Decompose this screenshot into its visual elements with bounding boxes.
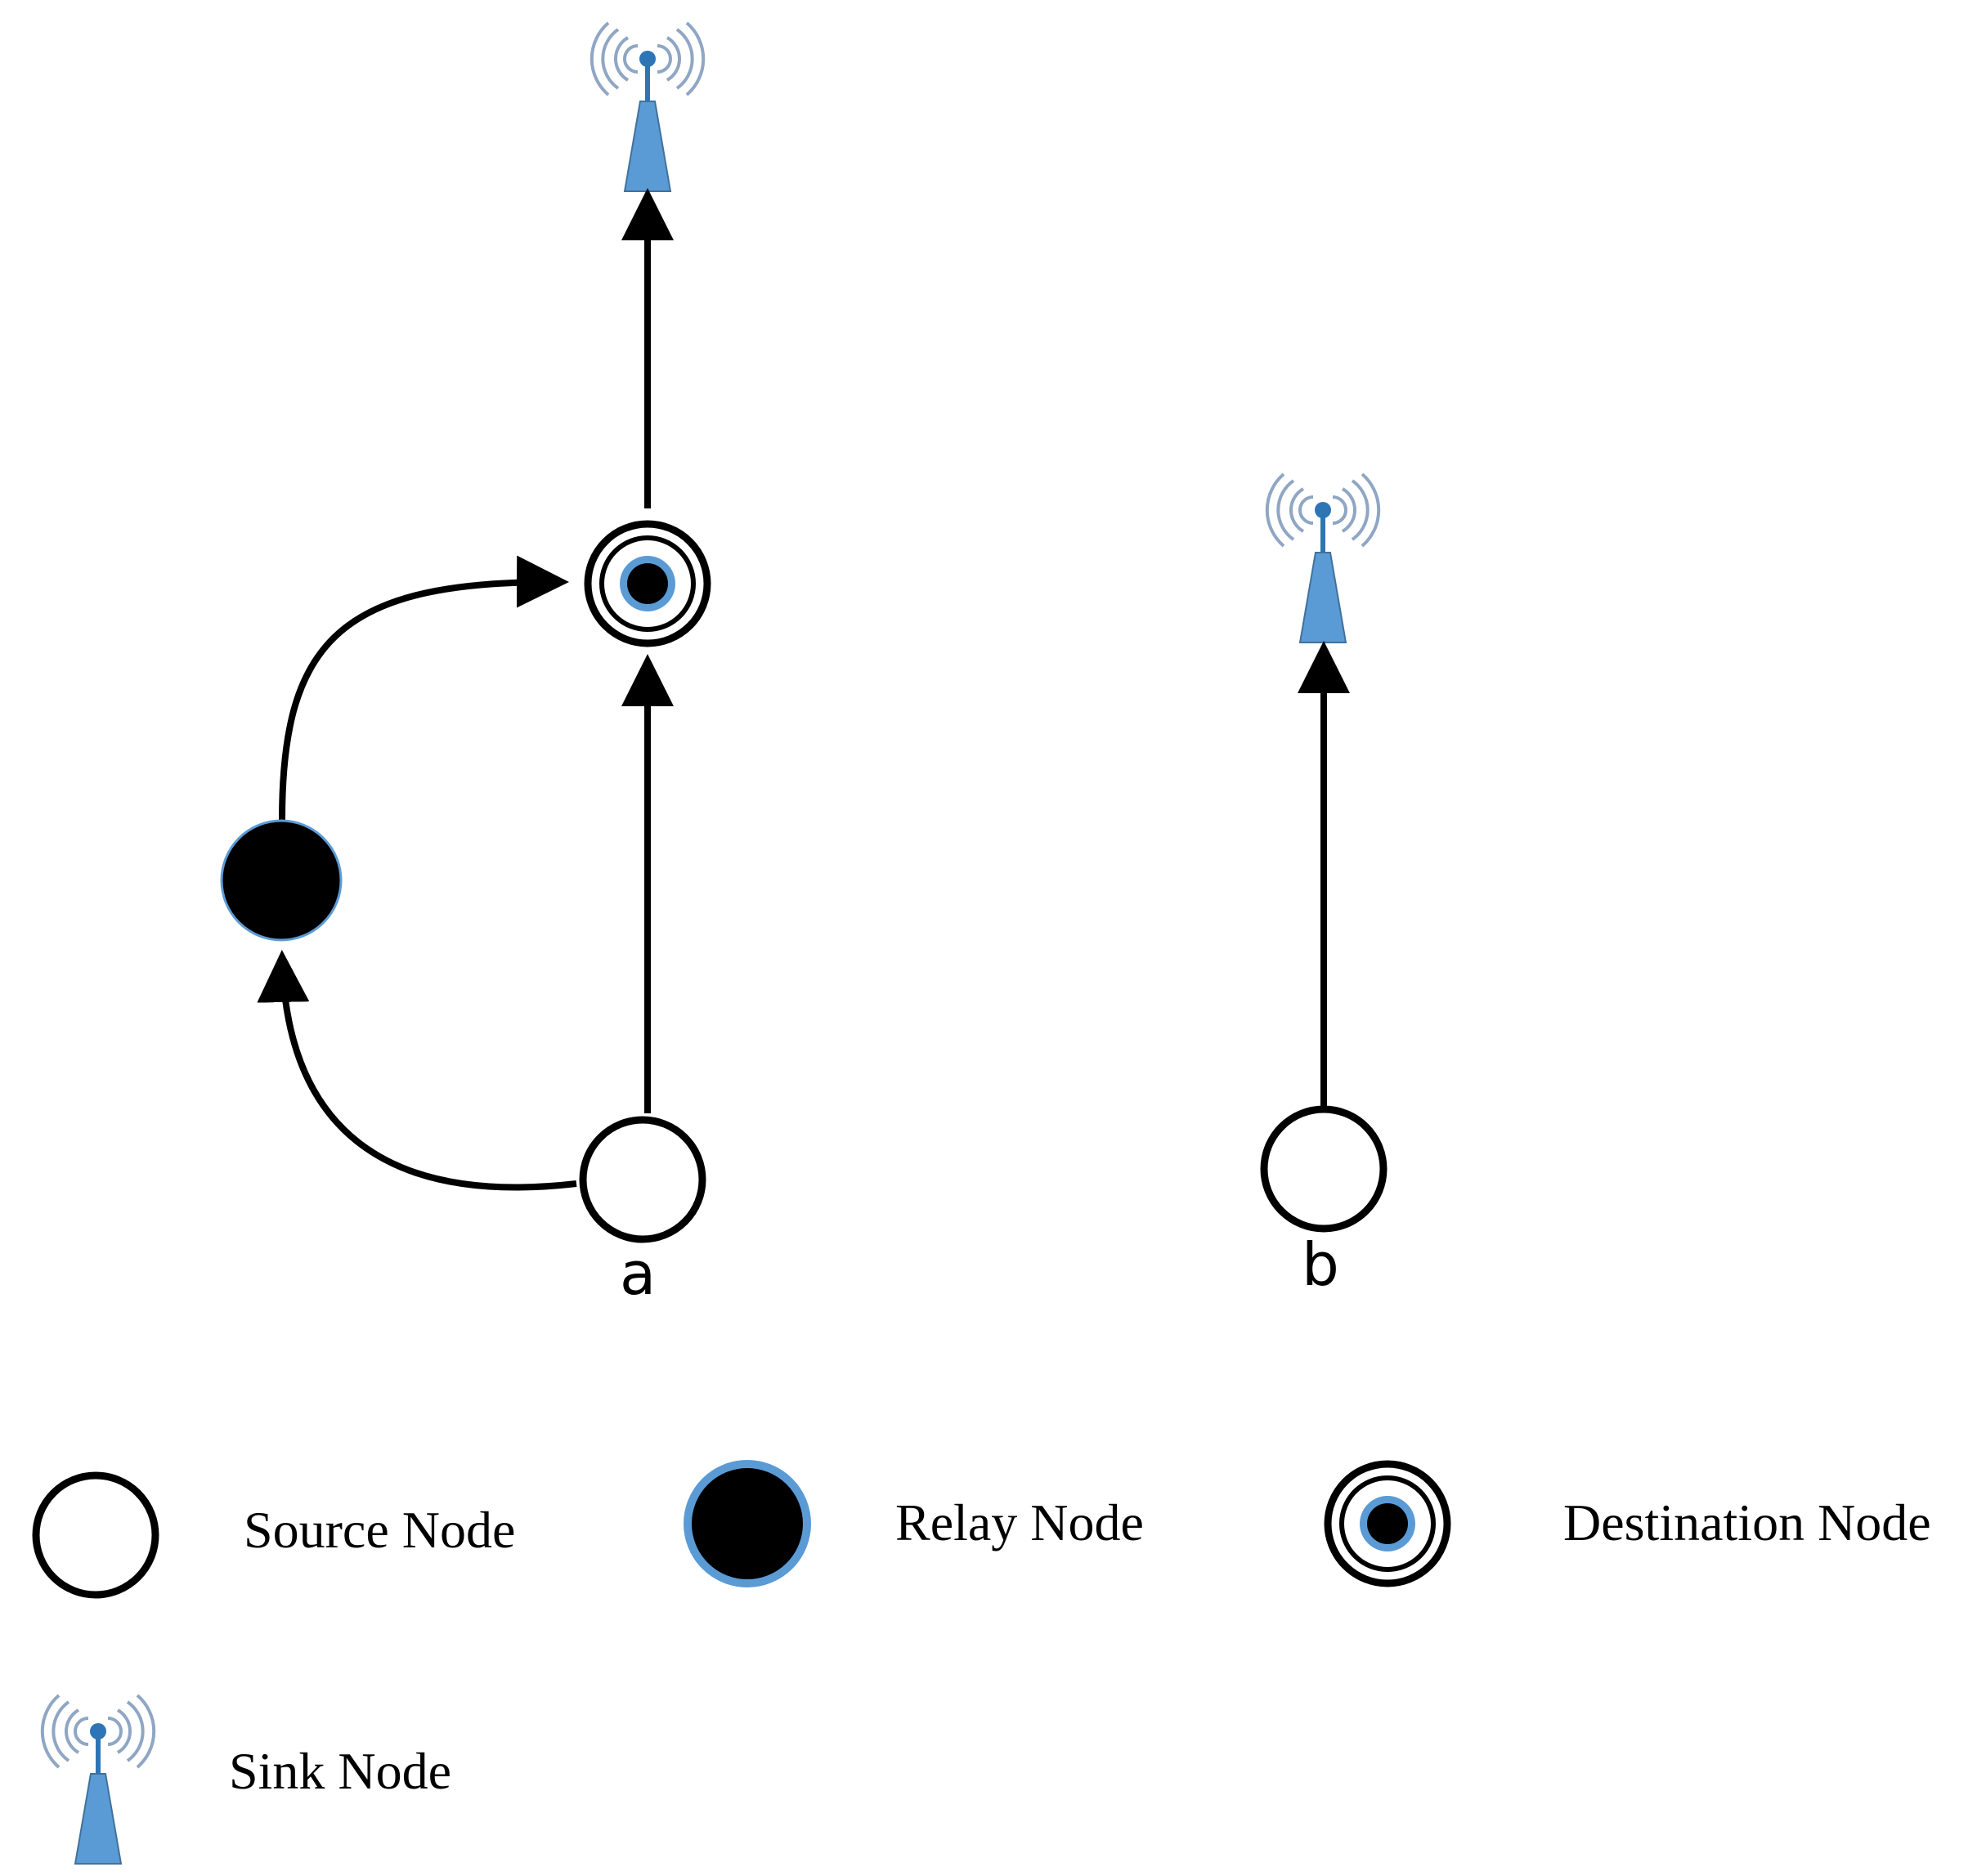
legend-label-destination: Destination Node — [1563, 1493, 1931, 1551]
relay-node-icon — [684, 1460, 811, 1587]
legend-item-relay: Relay Node — [684, 1460, 1144, 1587]
legend-label-source: Source Node — [244, 1501, 515, 1559]
destination-node-icon — [1324, 1460, 1451, 1587]
legend-label-relay: Relay Node — [895, 1493, 1144, 1551]
legend-item-source: Source Node — [32, 1471, 515, 1599]
source-node-icon — [1260, 1105, 1387, 1233]
sink-antenna-icon — [1267, 474, 1379, 642]
panel-a: a — [220, 23, 711, 1308]
destination-node-icon — [584, 520, 711, 647]
legend: Source Node Relay Node Destination Node … — [32, 1460, 1931, 1864]
relay-node-icon — [220, 819, 343, 942]
edge-relay-to-destination — [279, 555, 569, 821]
panel-b: b — [1260, 474, 1387, 1299]
source-node-icon — [32, 1471, 159, 1599]
sink-antenna-icon — [43, 1695, 154, 1864]
legend-label-sink: Sink Node — [229, 1742, 451, 1800]
sink-antenna-icon — [592, 23, 703, 191]
source-node-icon — [579, 1116, 706, 1243]
legend-item-destination: Destination Node — [1324, 1460, 1931, 1587]
panel-label-a: a — [620, 1239, 656, 1308]
panel-label-b: b — [1302, 1230, 1339, 1299]
edge-source-to-relay — [257, 950, 577, 1191]
legend-item-sink: Sink Node — [43, 1695, 451, 1864]
